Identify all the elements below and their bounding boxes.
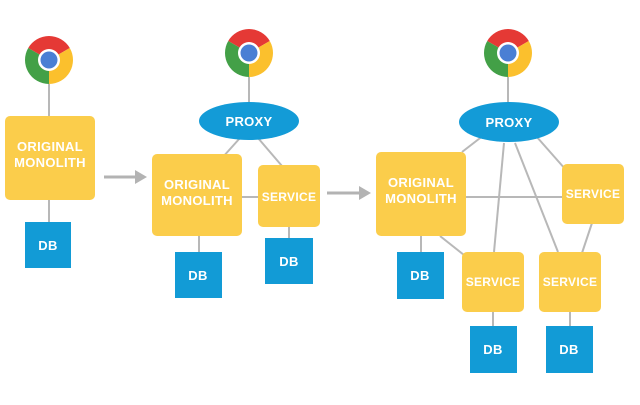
proxy-node (459, 102, 559, 142)
stage-2: PROXY ORIGINAL MONOLITH SERVICE DB DB (152, 29, 320, 298)
db-label: DB (279, 254, 298, 269)
db-box (265, 238, 313, 284)
service-box (462, 252, 524, 312)
connector (581, 222, 593, 254)
monolith-label-line2: MONOLITH (385, 191, 457, 206)
monolith-box (376, 152, 466, 236)
db-box (175, 252, 222, 298)
proxy-node (199, 102, 299, 140)
service-label: SERVICE (566, 187, 621, 201)
monolith-label-line2: MONOLITH (14, 155, 86, 170)
db-label: DB (38, 238, 57, 253)
proxy-label: PROXY (225, 114, 272, 129)
db-label: DB (483, 342, 502, 357)
service-box (539, 252, 601, 312)
db-box (25, 222, 71, 268)
stage-3: PROXY ORIGINAL MONOLITH SERVICE SERVICE … (376, 29, 624, 373)
service-label: SERVICE (262, 190, 317, 204)
connector (439, 235, 465, 256)
chrome-icon (25, 36, 73, 84)
db-label: DB (188, 268, 207, 283)
db-box (546, 326, 593, 373)
monolith-label-line1: ORIGINAL (17, 139, 83, 154)
transition-arrow (327, 186, 371, 200)
service-box (562, 164, 624, 224)
chrome-icon (484, 29, 532, 77)
db-box (397, 252, 444, 299)
db-label: DB (559, 342, 578, 357)
service-label: SERVICE (543, 275, 598, 289)
proxy-label: PROXY (485, 115, 532, 130)
monolith-label-line2: MONOLITH (161, 193, 233, 208)
db-box (470, 326, 517, 373)
monolith-label-line1: ORIGINAL (388, 175, 454, 190)
service-box (258, 165, 320, 227)
db-label: DB (410, 268, 429, 283)
monolith-box (5, 116, 95, 200)
service-label: SERVICE (466, 275, 521, 289)
connector (257, 137, 283, 167)
connector (535, 135, 567, 171)
monolith-box (152, 154, 242, 236)
transition-arrow (104, 170, 147, 184)
stage-1: ORIGINAL MONOLITH DB (5, 36, 95, 268)
chrome-icon (225, 29, 273, 77)
monolith-label-line1: ORIGINAL (164, 177, 230, 192)
